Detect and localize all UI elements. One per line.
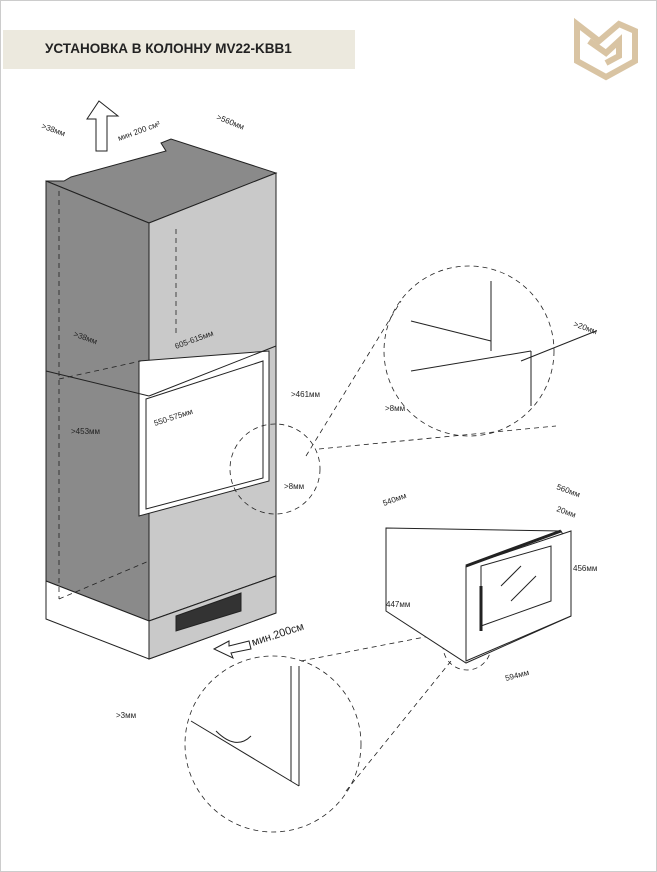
vent-in-arrow-icon: [212, 640, 252, 659]
door-thickness-label: 20мм: [555, 504, 577, 519]
detail-gap-bottom-label: >8мм: [385, 404, 405, 413]
inner-height-label: >453мм: [71, 427, 100, 436]
brand-logo: [574, 17, 638, 81]
top-gap-label: >38мм: [40, 121, 66, 138]
appliance-width-label: 594мм: [504, 668, 530, 683]
vent-area-label: мин 200 см²: [117, 119, 162, 143]
appliance-height-label: 456мм: [573, 564, 597, 573]
vent-up-arrow-icon: [86, 100, 120, 152]
detail-top: [410, 281, 597, 406]
body-height-label: 447мм: [386, 600, 410, 609]
door-gap-label: >3мм: [116, 711, 136, 720]
appliance-total-depth-label: 560мм: [555, 482, 581, 499]
appliance-depth-label: 540мм: [382, 491, 408, 508]
page-title: УСТАНОВКА В КОЛОННУ MV22-KBB1: [45, 41, 292, 56]
detail-gap-right-label: >20мм: [572, 319, 598, 336]
cabinet-column: [45, 138, 278, 660]
detail-bottom: [190, 666, 300, 787]
depth-label: >560мм: [215, 113, 245, 132]
niche-height-label: >461мм: [291, 390, 320, 399]
hidden-lines: [58, 191, 557, 833]
bottom-vent-label: мин.200см: [250, 621, 305, 649]
bottom-gap-label: >8мм: [284, 482, 304, 491]
title-band: [3, 30, 355, 69]
wine-cooler: [385, 527, 572, 664]
